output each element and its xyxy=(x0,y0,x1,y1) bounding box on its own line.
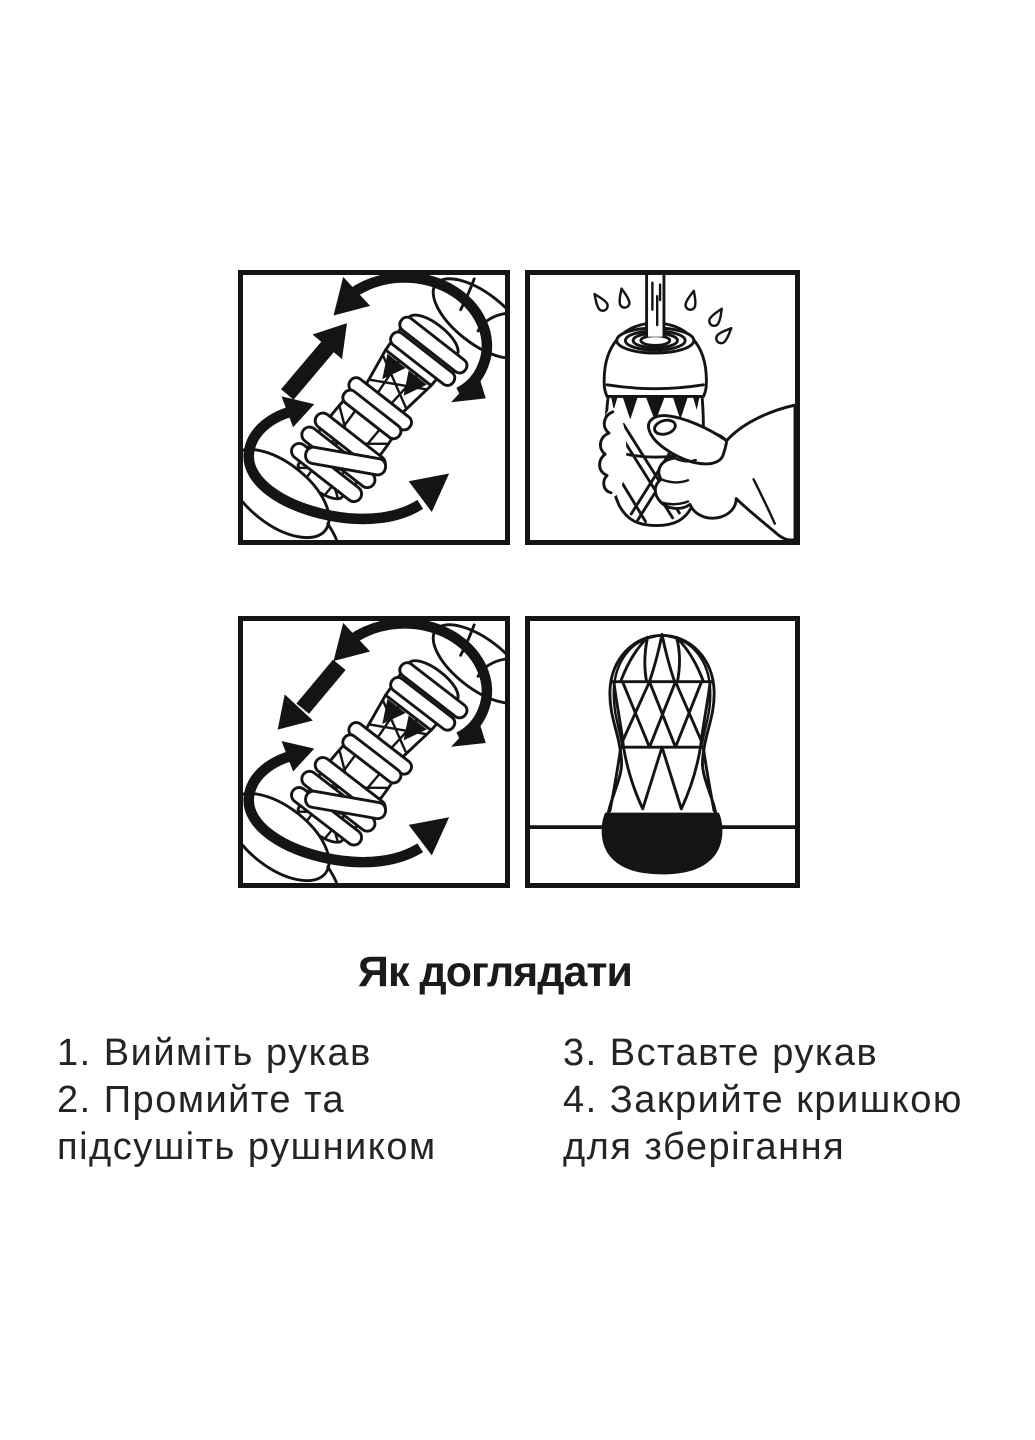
steps-column-left: 1. Вийміть рукав 2. Промийте та підсушіт… xyxy=(57,1030,437,1171)
twist-insert-illustration xyxy=(243,621,505,883)
panel-step-2-rinse-sleeve xyxy=(525,270,800,545)
step-line: 2. Промийте та xyxy=(57,1079,346,1121)
panel-step-4-storage-cup xyxy=(525,616,800,888)
water-stream-icon xyxy=(645,275,666,339)
step-line: 3. Вставте рукав xyxy=(563,1032,879,1074)
standing-cup-illustration xyxy=(530,633,795,875)
rinse-under-water-illustration xyxy=(593,275,795,540)
steps-column-right: 3. Вставте рукав 4. Закрийте кришкою для… xyxy=(563,1030,963,1171)
step-line: для зберігання xyxy=(563,1126,846,1168)
step-line: 1. Вийміть рукав xyxy=(57,1032,372,1074)
lattice-cage-illustration xyxy=(606,633,718,817)
panel-step-1-remove-sleeve xyxy=(238,270,510,545)
twist-pull-out-illustration xyxy=(243,275,505,540)
step-line: підсушіть рушником xyxy=(57,1126,437,1168)
water-droplet-icon xyxy=(593,287,733,345)
thumbnail-illustration xyxy=(653,418,677,436)
panel-step-3-insert-sleeve xyxy=(238,616,510,888)
cup-base-illustration xyxy=(601,812,723,875)
section-title: Як доглядати xyxy=(358,948,633,996)
push-in-arrow-icon xyxy=(277,659,346,730)
step-line: 4. Закрийте кришкою xyxy=(563,1079,963,1121)
hand-illustration xyxy=(647,403,795,540)
pull-out-arrow-icon xyxy=(281,323,348,400)
fingertips-illustration xyxy=(598,407,627,497)
